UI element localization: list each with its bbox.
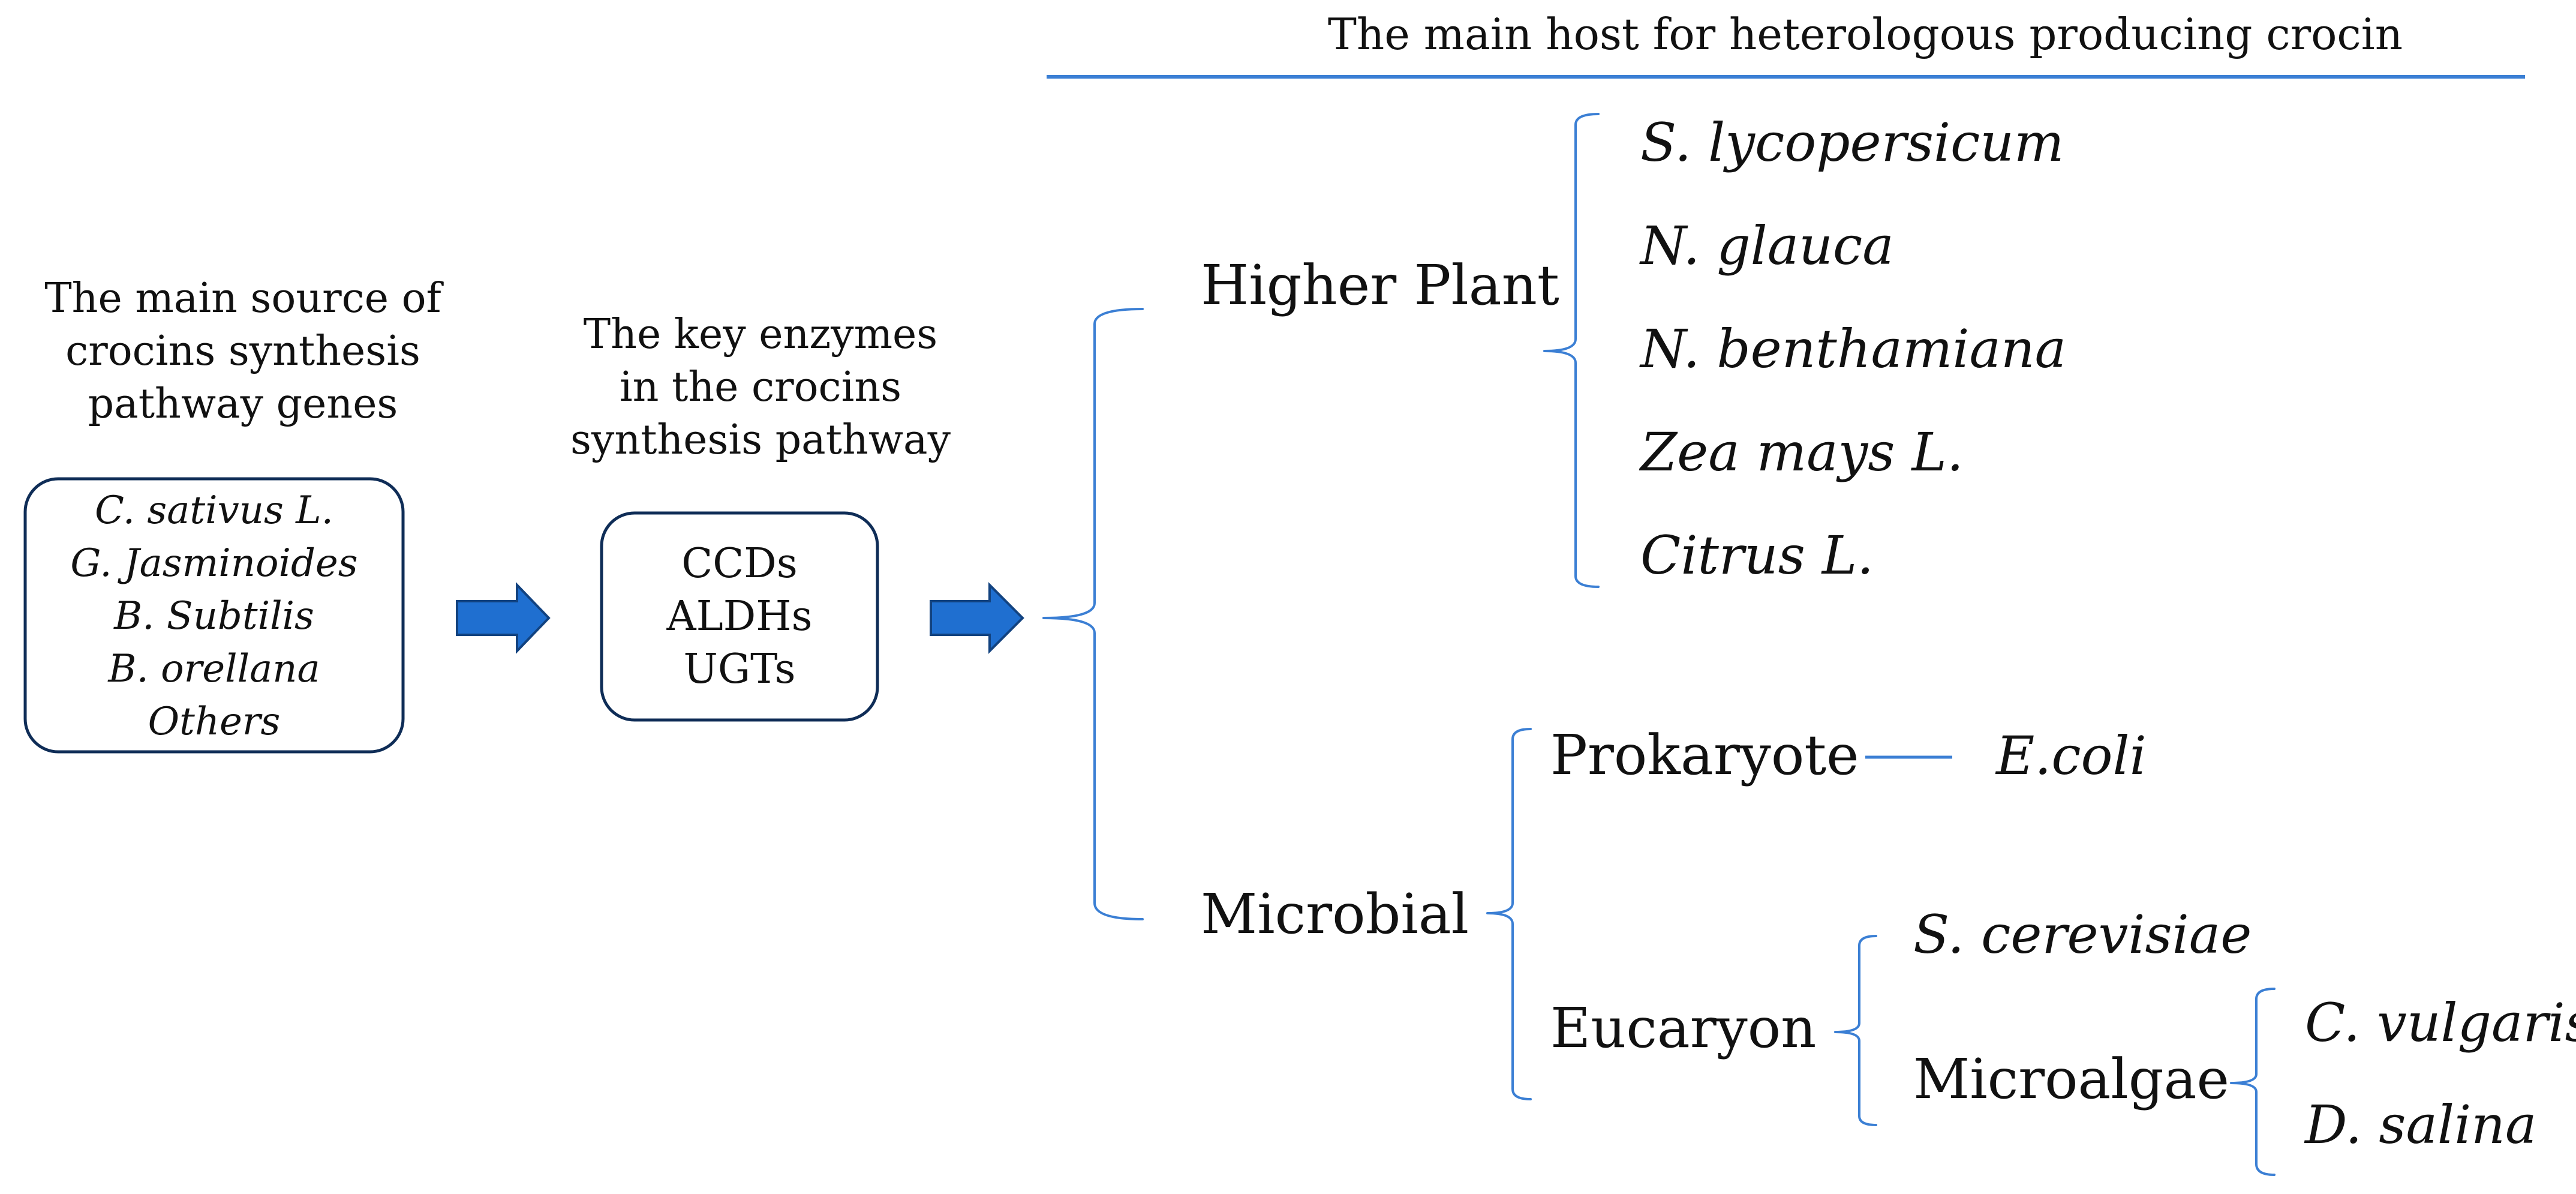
source-caption-line-3: pathway genes	[88, 380, 398, 428]
source-box	[23, 477, 405, 754]
arrow-right-icon	[456, 582, 551, 654]
plant-species: Citrus L.	[1640, 524, 1874, 586]
yeast-species: S. cerevisiae	[1913, 904, 2252, 965]
enzyme-box	[600, 511, 879, 722]
prokaryote-label: Prokaryote	[1550, 723, 1859, 787]
higher-plant-bracket	[1543, 113, 1600, 588]
plant-species: Zea mays L.	[1639, 421, 1964, 483]
microalgae-species: C. vulgaris	[2305, 992, 2576, 1054]
enzyme-item: UGTs	[684, 646, 796, 693]
microbial-label: Microbial	[1201, 882, 1469, 946]
microalgae-label: Microalgae	[1913, 1047, 2229, 1111]
enzyme-caption: The key enzymes in the crocins synthesis…	[570, 311, 951, 464]
higher-plant-species-list: S. lycopersicum N. glauca N. benthamiana…	[1639, 112, 2066, 586]
prokaryote-species: E.coli	[1995, 725, 2147, 787]
top-heading: The main host for heterologous producing…	[1328, 9, 2403, 59]
source-caption-line-2: crocins synthesis	[65, 328, 420, 375]
plant-species: N. glauca	[1639, 215, 1894, 277]
source-item: B. Subtilis	[113, 594, 314, 638]
plant-species: N. benthamiana	[1639, 318, 2066, 380]
enzyme-item: CCDs	[681, 540, 797, 587]
enzyme-caption-line-3: synthesis pathway	[570, 416, 951, 464]
source-item: Others	[148, 700, 281, 744]
source-item: B. orellana	[107, 647, 320, 691]
source-list: C. sativus L. G. Jasminoides B. Subtilis…	[70, 488, 357, 744]
arrow-right-icon	[930, 582, 1024, 654]
microalgae-species-list: C. vulgaris D. salina	[2304, 992, 2576, 1156]
source-caption-line-1: The main source of	[44, 275, 444, 322]
enzyme-caption-line-2: in the crocins	[620, 364, 901, 411]
microbial-bracket	[1486, 728, 1532, 1100]
source-item: C. sativus L.	[95, 488, 333, 533]
microalgae-species: D. salina	[2304, 1094, 2536, 1156]
source-item: G. Jasminoides	[70, 541, 357, 586]
eucaryon-bracket	[1834, 935, 1877, 1126]
microalgae-bracket	[2230, 988, 2276, 1176]
source-caption: The main source of crocins synthesis pat…	[44, 275, 444, 428]
enzyme-item: ALDHs	[666, 593, 813, 640]
higher-plant-label: Higher Plant	[1201, 253, 1559, 317]
enzyme-caption-line-1: The key enzymes	[584, 311, 937, 358]
plant-species: S. lycopersicum	[1640, 112, 2064, 173]
eucaryon-label: Eucaryon	[1550, 996, 1816, 1060]
enzyme-list: CCDs ALDHs UGTs	[666, 540, 813, 693]
host-bracket	[1042, 308, 1144, 920]
